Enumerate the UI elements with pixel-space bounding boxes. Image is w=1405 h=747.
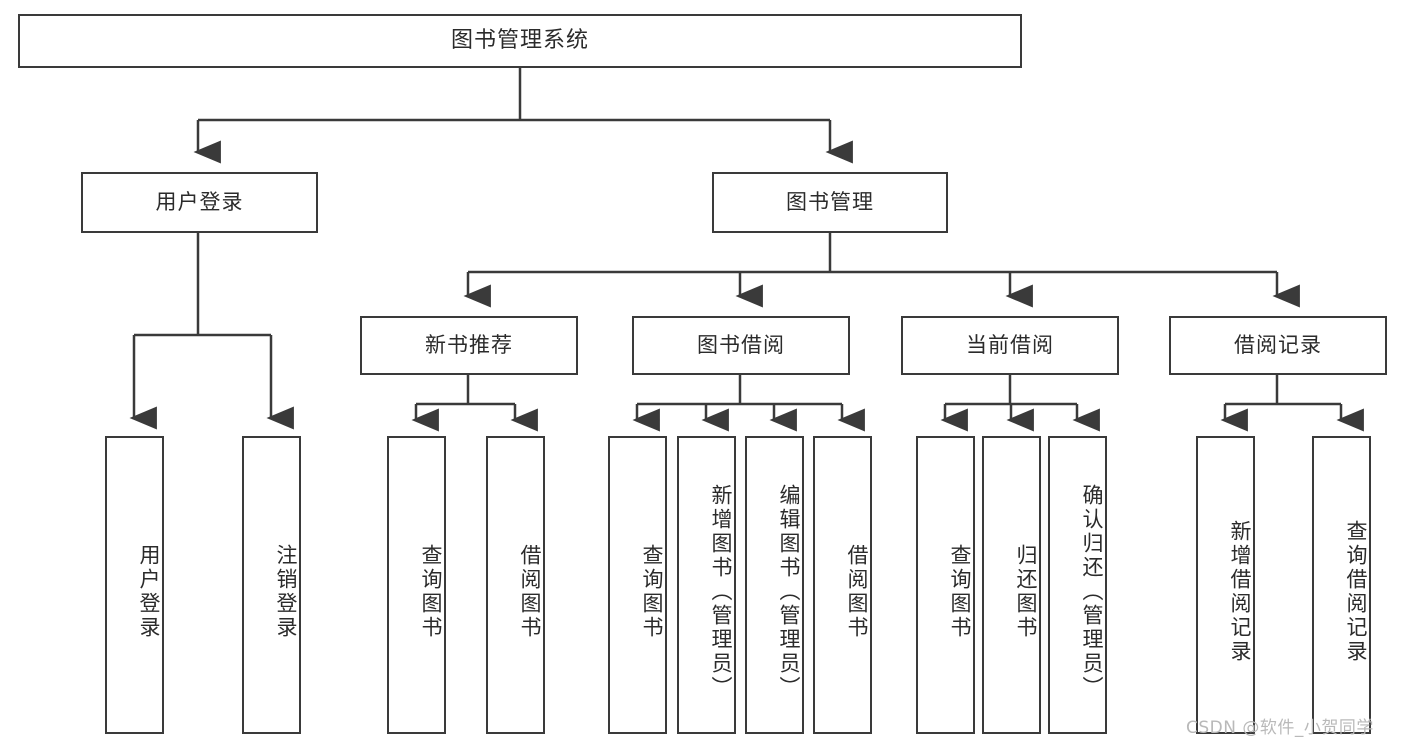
csdn-watermark: CSDN @软件_小贺同学 [1186, 718, 1374, 738]
node-user-login[interactable]: 用户登录 [81, 172, 318, 233]
node-label: 新书推荐 [425, 332, 513, 357]
node-label: 图书管理系统 [450, 27, 589, 53]
node-borrow-record[interactable]: 借阅记录 [1169, 316, 1387, 375]
node-leaf-return-book[interactable]: 归还图书 [982, 436, 1041, 734]
node-label: 图书借阅 [697, 332, 785, 357]
node-label: 新增图书（管理员） [709, 484, 733, 700]
node-new-book-recommend[interactable]: 新书推荐 [360, 316, 578, 375]
node-leaf-edit-book[interactable]: 编辑图书（管理员） [745, 436, 804, 734]
node-leaf-add-record[interactable]: 新增借阅记录 [1196, 436, 1255, 734]
node-label: 当前借阅 [966, 332, 1054, 357]
node-label: 新增借阅记录 [1228, 520, 1252, 664]
node-current-borrow[interactable]: 当前借阅 [901, 316, 1119, 375]
node-book-management[interactable]: 图书管理 [712, 172, 948, 233]
node-leaf-query-book-3[interactable]: 查询图书 [916, 436, 975, 734]
node-label: 查询借阅记录 [1344, 520, 1368, 664]
node-label: 用户登录 [137, 544, 161, 640]
node-label: 借阅图书 [518, 544, 542, 640]
node-book-borrow[interactable]: 图书借阅 [632, 316, 850, 375]
node-label: 图书管理 [786, 189, 874, 214]
node-leaf-query-record[interactable]: 查询借阅记录 [1312, 436, 1371, 734]
node-label: 用户登录 [155, 189, 244, 214]
node-leaf-borrow-book-1[interactable]: 借阅图书 [486, 436, 545, 734]
node-leaf-query-book-2[interactable]: 查询图书 [608, 436, 667, 734]
node-leaf-logout-login[interactable]: 注销登录 [242, 436, 301, 734]
node-leaf-borrow-book-2[interactable]: 借阅图书 [813, 436, 872, 734]
node-label: 查询图书 [419, 544, 443, 640]
node-label: 注销登录 [274, 544, 298, 640]
node-root-system[interactable]: 图书管理系统 [18, 14, 1022, 68]
node-leaf-add-book[interactable]: 新增图书（管理员） [677, 436, 736, 734]
node-label: 确认归还（管理员） [1080, 484, 1104, 700]
node-leaf-confirm-return[interactable]: 确认归还（管理员） [1048, 436, 1107, 734]
node-label: 查询图书 [948, 544, 972, 640]
node-label: 借阅记录 [1234, 332, 1322, 357]
node-label: 编辑图书（管理员） [777, 484, 801, 700]
node-label: 查询图书 [640, 544, 664, 640]
node-label: 归还图书 [1014, 544, 1038, 640]
node-leaf-query-book-1[interactable]: 查询图书 [387, 436, 446, 734]
node-leaf-user-login[interactable]: 用户登录 [105, 436, 164, 734]
node-label: 借阅图书 [845, 544, 869, 640]
